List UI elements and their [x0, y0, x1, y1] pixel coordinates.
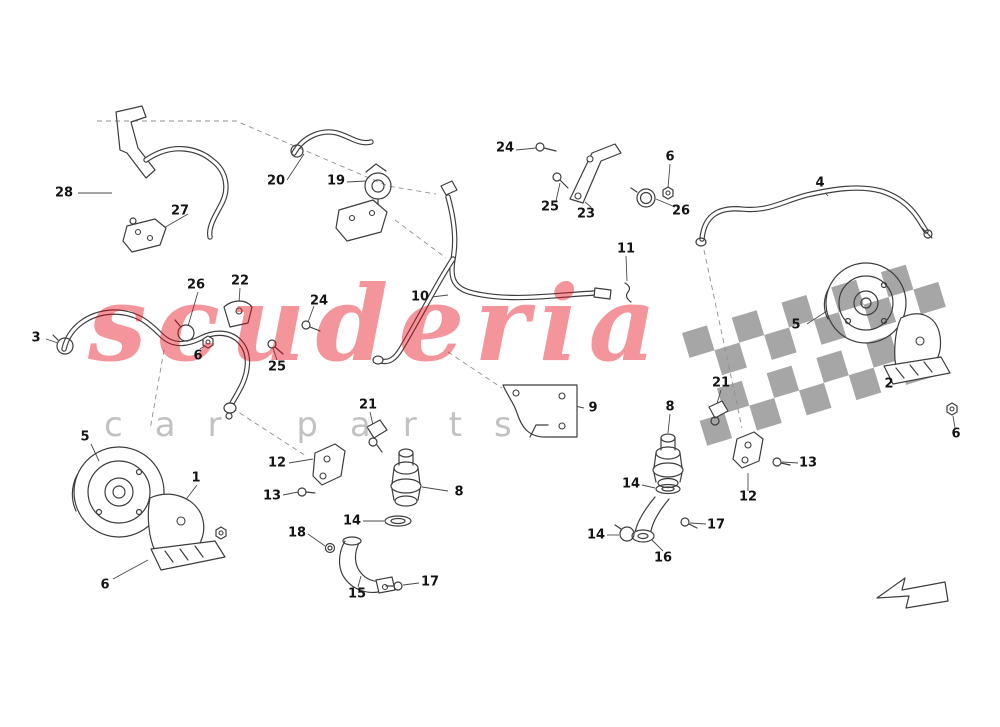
part-number-label: 17 — [706, 517, 726, 533]
part-number-label: 6 — [951, 426, 961, 442]
part-number-label: 12 — [267, 455, 287, 471]
part-number-label: 5 — [80, 429, 90, 445]
air-pump-left — [71, 446, 165, 538]
sensor-21-center — [366, 419, 388, 453]
bracket-12-center — [312, 443, 346, 486]
bracket-12-right — [732, 431, 764, 469]
pipe-16 — [631, 496, 670, 543]
part-number-label: 4 — [815, 175, 825, 191]
bolt-25-top — [552, 172, 569, 189]
gasket-14-right — [655, 483, 681, 495]
part-number-label: 14 — [342, 513, 362, 529]
direction-arrow-icon — [876, 577, 949, 609]
part-number-label: 8 — [454, 484, 464, 500]
part-number-label: 16 — [653, 550, 673, 566]
part-number-label: 26 — [186, 277, 206, 293]
part-number-label: 10 — [410, 289, 430, 305]
part-number-label: 2 — [884, 376, 894, 392]
valve-8-center — [390, 448, 422, 507]
part-number-label: 25 — [267, 359, 287, 375]
part-number-label: 28 — [54, 185, 74, 201]
nut-6-top — [662, 186, 674, 200]
valve-19 — [335, 163, 392, 242]
hose-4 — [695, 185, 933, 247]
part-number-label: 9 — [588, 400, 598, 416]
bolt-17-right — [680, 517, 698, 529]
nut-6-right — [946, 402, 958, 416]
hose-10 — [372, 180, 612, 365]
pipe-15 — [338, 536, 396, 594]
clip-11 — [624, 282, 632, 303]
dashed-construction-lines — [97, 120, 743, 457]
part-number-label: 13 — [798, 455, 818, 471]
bracket-2 — [883, 313, 951, 385]
part-number-label: 15 — [347, 586, 367, 602]
part-number-label: 1 — [191, 470, 201, 486]
gasket-14-center — [384, 515, 412, 527]
bracket-1 — [147, 493, 226, 571]
part-number-label: 11 — [616, 241, 636, 257]
part-number-label: 26 — [671, 203, 691, 219]
air-pump-right — [823, 262, 907, 344]
bolt-24-mid — [301, 320, 321, 332]
nut-6-bottom-left — [215, 526, 227, 540]
part-number-label: 20 — [266, 173, 286, 189]
part-number-label: 27 — [170, 203, 190, 219]
nut-6-mid — [202, 335, 214, 349]
bolt-24-top — [535, 142, 557, 152]
clamp-26-top — [630, 187, 656, 208]
part-number-label: 21 — [358, 397, 378, 413]
part-number-label: 12 — [738, 489, 758, 505]
checkered-flag-watermark — [682, 264, 946, 446]
valve-8-right — [652, 433, 684, 489]
part-number-label: 24 — [495, 140, 515, 156]
part-number-label: 8 — [665, 399, 675, 415]
bolt-25-mid — [267, 339, 284, 355]
part-number-label: 23 — [576, 206, 596, 222]
bolt-13-right — [772, 457, 791, 467]
clamp-14-right — [614, 524, 635, 542]
part-number-label: 25 — [540, 199, 560, 215]
part-number-label: 22 — [230, 273, 250, 289]
bolt-18 — [324, 542, 336, 554]
part-number-label: 6 — [665, 149, 675, 165]
part-number-label: 24 — [309, 293, 329, 309]
hose-3 — [52, 309, 251, 420]
part-number-label: 6 — [100, 577, 110, 593]
part-number-label: 19 — [326, 173, 346, 189]
part-number-label: 3 — [31, 330, 41, 346]
bolt-13-center — [297, 487, 316, 497]
bracket-23 — [569, 143, 622, 204]
part-number-label: 13 — [262, 488, 282, 504]
bracket-assembly-28 — [115, 105, 229, 253]
part-number-label: 6 — [193, 348, 203, 364]
part-number-label: 17 — [420, 574, 440, 590]
bolt-17-center — [385, 581, 403, 591]
part-number-label: 14 — [586, 527, 606, 543]
part-number-label: 14 — [621, 476, 641, 492]
hose-20 — [290, 129, 374, 158]
sensor-21-right — [708, 400, 729, 426]
part-number-label: 5 — [791, 317, 801, 333]
part-number-label: 18 — [287, 525, 307, 541]
callout-leader-lines — [45, 147, 956, 588]
part-number-label: 21 — [711, 375, 731, 391]
bracket-9 — [502, 384, 578, 438]
bracket-22 — [223, 300, 253, 328]
